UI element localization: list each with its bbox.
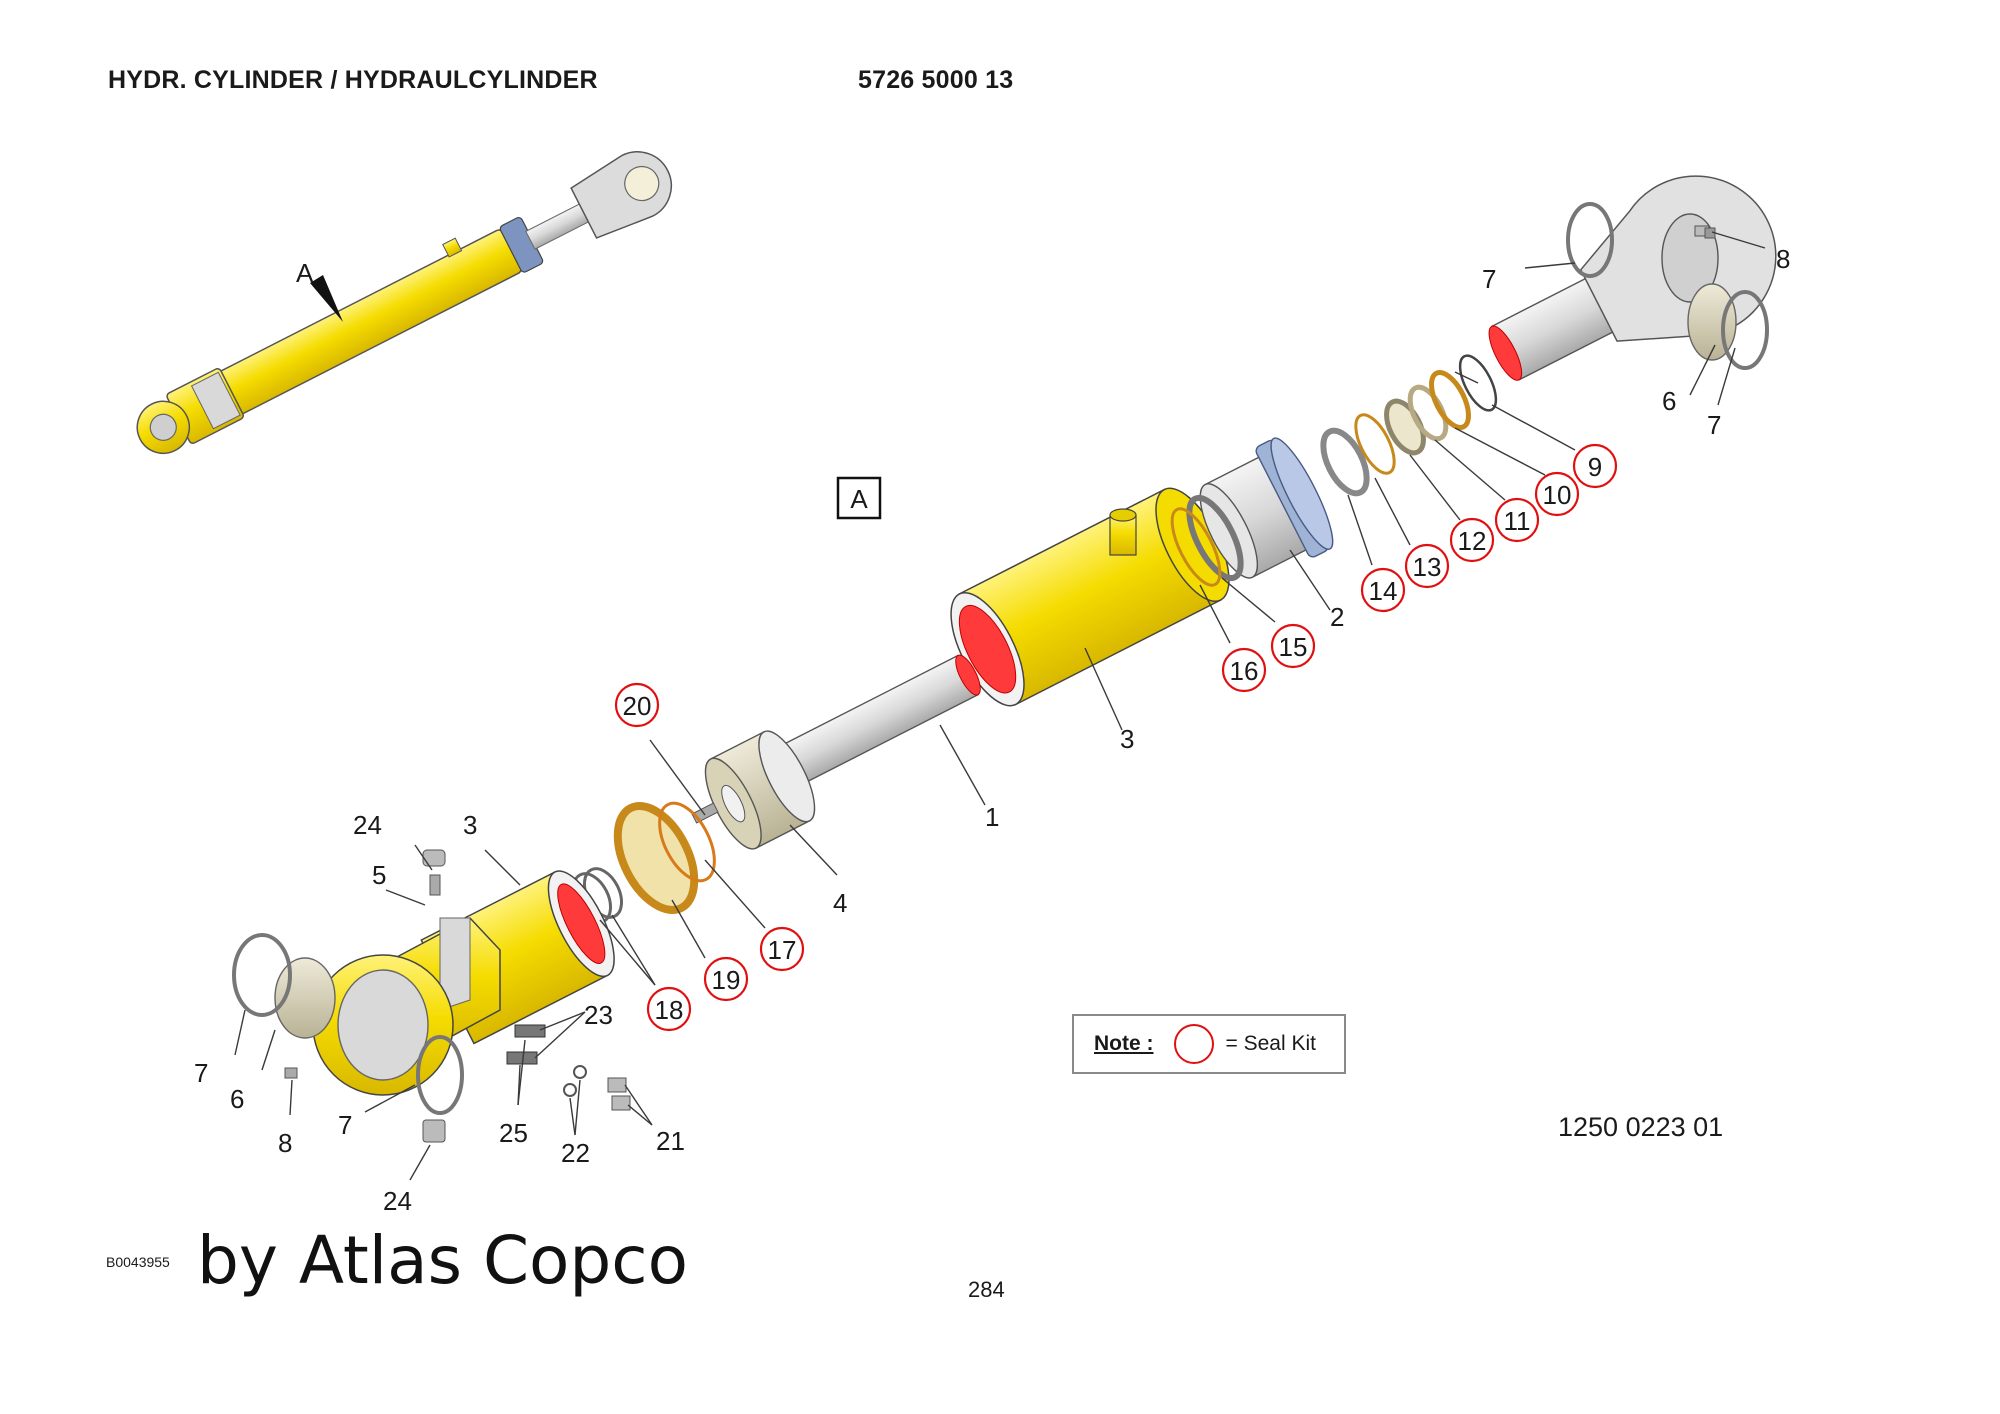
- seal-kit-item-14: 14: [1360, 567, 1406, 613]
- note-text: = Seal Kit: [1225, 1032, 1316, 1055]
- part-cylinder-end: [232, 849, 631, 1143]
- seal-kit-item-12: 12: [1449, 517, 1495, 563]
- callout-1: 1: [985, 802, 999, 832]
- document-title: HYDR. CYLINDER / HYDRAULCYLINDER: [108, 66, 598, 94]
- part-gland-rings: [1170, 494, 1244, 587]
- callout-3-tube: 3: [1120, 724, 1134, 754]
- callout-6-rod-eye: 6: [1662, 386, 1676, 416]
- part-piston-seal: [613, 801, 716, 914]
- page-number: 284: [968, 1277, 1005, 1302]
- seal-kit-item-10: 10: [1534, 471, 1580, 517]
- svg-text:19: 19: [712, 965, 741, 995]
- seal-kit-item-11: 11: [1494, 497, 1540, 543]
- note-label: Note :: [1094, 1032, 1154, 1055]
- svg-text:17: 17: [768, 935, 797, 965]
- svg-text:16: 16: [1230, 656, 1259, 686]
- seal-kit-item-20: 20: [614, 682, 660, 728]
- svg-text:10: 10: [1543, 480, 1572, 510]
- seal-kit-callouts: 9 10 11 12 13 14 15 16 17 18 19 20: [614, 443, 1618, 1032]
- callout-3-end: 3: [463, 810, 477, 840]
- callout-7-rod-eye-bottom: 7: [1707, 410, 1721, 440]
- seal-kit-item-17: 17: [759, 926, 805, 972]
- svg-text:13: 13: [1413, 552, 1442, 582]
- callout-8-end: 8: [278, 1128, 292, 1158]
- svg-text:12: 12: [1458, 526, 1487, 556]
- overview-marker: A: [296, 258, 314, 288]
- seal-kit-item-13: 13: [1404, 543, 1450, 589]
- overview-assembly: A: [136, 151, 673, 455]
- callout-7-rod-eye-top: 7: [1482, 264, 1496, 294]
- callout-22: 22: [561, 1138, 590, 1168]
- callout-24-top: 24: [353, 810, 382, 840]
- leader-lines: [234, 231, 1766, 1181]
- callout-21: 21: [656, 1126, 685, 1156]
- callout-24-bottom: 24: [383, 1186, 412, 1216]
- callout-7-end-left: 7: [194, 1058, 208, 1088]
- seal-kit-item-18: 18: [646, 986, 692, 1032]
- callout-2: 2: [1330, 602, 1344, 632]
- svg-text:14: 14: [1369, 576, 1398, 606]
- part-rod-seals: [1320, 354, 1498, 497]
- part-number: 5726 5000 13: [858, 66, 1014, 94]
- svg-text:20: 20: [623, 691, 652, 721]
- callout-5: 5: [372, 860, 386, 890]
- view-box: [836, 476, 882, 520]
- part-cylinder-tube: [950, 487, 1230, 707]
- callout-4: 4: [833, 888, 847, 918]
- footer-code: B0043955: [106, 1254, 170, 1270]
- svg-text:18: 18: [655, 995, 684, 1025]
- drawing-number: 1250 0223 01: [1558, 1112, 1724, 1142]
- part-piston: [704, 730, 816, 850]
- callout-8-rod-eye: 8: [1776, 244, 1790, 274]
- seal-kit-item-16: 16: [1221, 647, 1267, 693]
- seal-kit-item-9: 9: [1572, 443, 1618, 489]
- seal-kit-circle-icon: [1173, 1024, 1214, 1064]
- callout-6-end: 6: [230, 1084, 244, 1114]
- part-rod-eye: [1488, 175, 1777, 381]
- svg-text:15: 15: [1279, 632, 1308, 662]
- svg-text:11: 11: [1504, 506, 1531, 536]
- seal-kit-item-19: 19: [703, 956, 749, 1002]
- callout-7-end-bottom: 7: [338, 1110, 352, 1140]
- callout-23: 23: [584, 1000, 613, 1030]
- overview-arrow-icon: [310, 275, 343, 322]
- seal-kit-item-15: 15: [1270, 623, 1316, 669]
- view-box-label: A: [850, 484, 868, 514]
- callout-labels: 1 2 3 3 4 5 6 6 7 7 7 7 8 8 21 22 23 24 …: [194, 244, 1790, 1216]
- callout-25: 25: [499, 1118, 528, 1148]
- part-set-screw: [691, 802, 719, 824]
- brand-watermark: by Atlas Copco: [197, 1222, 688, 1299]
- seal-kit-legend: Note : = Seal Kit: [1072, 1014, 1346, 1074]
- svg-text:9: 9: [1588, 452, 1602, 482]
